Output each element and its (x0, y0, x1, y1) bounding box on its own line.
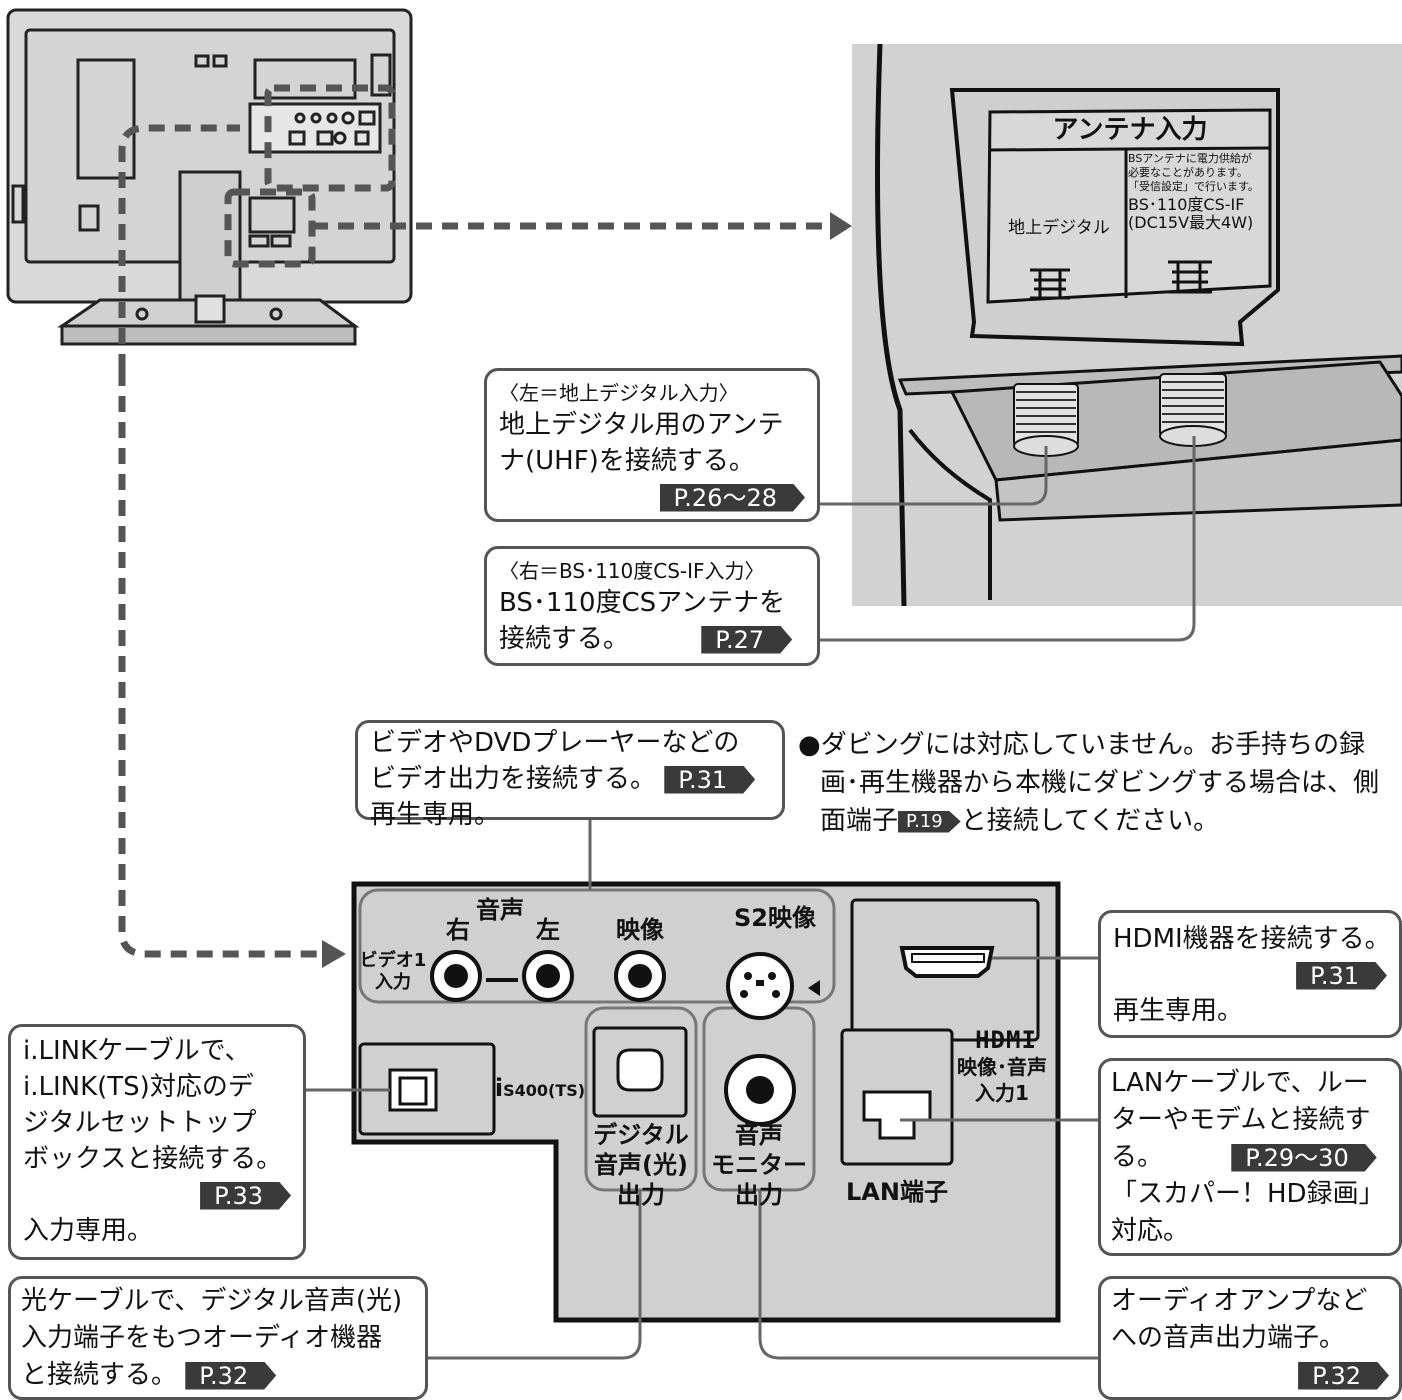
callout-line: BS･110度CSアンテナを (499, 588, 786, 618)
note-line: ダビングには対応していません。お手持ちの録 (820, 730, 1366, 760)
callout-line: 「スカパー！HD録画」 (1111, 1179, 1385, 1209)
hdmi-text: 入力1 (975, 1081, 1029, 1105)
callout-hdmi: HDMI機器を接続する。 P.31 再生専用。 (1098, 910, 1402, 1038)
ilink-logo-icon: ⅰ (494, 1074, 504, 1102)
page-ref[interactable]: P.27 (701, 626, 792, 654)
callout-line: LANケーブルで、ルー (1111, 1068, 1369, 1098)
tv-rear-illustration (6, 8, 413, 346)
page-ref[interactable]: P.33 (200, 1182, 291, 1210)
jack-panel (351, 881, 1061, 1323)
callout-bs: 〈右＝BS･110度CS-IF入力〉 BS･110度CSアンテナを 接続する。 … (484, 546, 820, 666)
dubbing-note: ●ダビングには対応していません。お手持ちの録 画･再生機器から本機にダビングする… (798, 726, 1402, 840)
callout-line: オーディオアンプなど (1111, 1286, 1368, 1316)
bs-power-note: BSアンテナに電力供給が 必要なことがあります。 「受信設定」で行います。 (1128, 152, 1270, 194)
callout-line: 光ケーブルで、デジタル音声(光) (21, 1286, 403, 1316)
note-line: 面端子 (820, 806, 899, 836)
bs-label: BS･110度CS-IF (DC15V最大4W) (1128, 196, 1270, 232)
optical-label: デジタル 音声(光) 出力 (586, 1120, 696, 1210)
bs-note-line: BSアンテナに電力供給が (1128, 152, 1252, 165)
optical-text: 出力 (617, 1181, 665, 1209)
video-label: 映像 (616, 916, 664, 944)
callout-line: 接続する。 (499, 624, 630, 654)
monitor-text: 音声 (735, 1121, 783, 1149)
bs-power-text: (DC15V最大4W) (1128, 213, 1254, 232)
ilink-text: S400(TS) (503, 1081, 586, 1100)
callout-line: ターやモデムと接続す (1111, 1105, 1371, 1135)
hdmi-text: 映像･音声 (957, 1055, 1047, 1079)
callout-line: 入力専用。 (23, 1216, 154, 1246)
page-ref[interactable]: P.19 (898, 811, 961, 833)
monitor-text: 出力 (735, 1181, 783, 1209)
terrestrial-label: 地上デジタル (1008, 218, 1110, 238)
left-label: 左 (536, 916, 560, 944)
bs-label-text: BS･110度CS-IF (1128, 195, 1245, 214)
callout-line: 地上デジタル用のアンテ (499, 410, 784, 440)
audio-label: 音声 (476, 896, 524, 924)
monitor-text: モニター (711, 1151, 807, 1179)
optical-text: 音声(光) (594, 1151, 688, 1179)
page-ref[interactable]: P.32 (185, 1362, 276, 1390)
lan-label: LAN端子 (846, 1178, 948, 1206)
antenna-panel-title: アンテナ入力 (1052, 115, 1208, 145)
antenna-closeup (852, 43, 1402, 607)
page-ref[interactable]: P.26〜28 (660, 484, 805, 512)
callout-line: ナ(UHF)を接続する。 (499, 446, 755, 476)
monitor-label: 音声 モニター 出力 (704, 1120, 814, 1210)
callout-line: 再生専用。 (370, 800, 501, 830)
optical-text: デジタル (593, 1121, 689, 1149)
callout-line: i.LINK(TS)対応のデ (23, 1072, 254, 1102)
callout-line: る。 (1111, 1142, 1164, 1172)
callout-line: と接続する。 (21, 1360, 178, 1390)
page-ref[interactable]: P.31 (664, 766, 755, 794)
callout-line: 対応。 (1111, 1216, 1190, 1246)
arrow-to-jacks (322, 940, 346, 968)
callout-line: ビデオ出力を接続する。 (370, 764, 657, 794)
arrow-to-antenna (830, 212, 852, 240)
page-ref[interactable]: P.32 (1298, 1362, 1389, 1390)
callout-line: への音声出力端子。 (1111, 1323, 1346, 1353)
callout-ilink: i.LINKケーブルで、 i.LINK(TS)対応のデ ジタルセットトップ ボッ… (8, 1024, 306, 1260)
callout-optical: 光ケーブルで、デジタル音声(光) 入力端子をもつオーディオ機器 と接続する。 P… (8, 1276, 428, 1400)
leader-lines (306, 436, 1196, 1360)
s2video-label: S2映像 (734, 904, 816, 932)
highlight-dashes (118, 84, 830, 958)
bs-note-line: 必要なことがあります。 (1128, 166, 1248, 179)
callout-line: 入力端子をもつオーディオ機器 (21, 1323, 383, 1353)
page-ref[interactable]: P.31 (1296, 962, 1387, 990)
callout-video: ビデオやDVDプレーヤーなどの ビデオ出力を接続する。 P.31 再生専用。 (355, 720, 785, 830)
callout-heading: 〈右＝BS･110度CS-IF入力〉 (499, 559, 765, 583)
callout-line: i.LINKケーブルで、 (23, 1036, 251, 1066)
bs-note-line: 「受信設定」で行います。 (1128, 180, 1259, 193)
callout-line: ビデオやDVDプレーヤーなどの (370, 728, 740, 758)
callout-line: ジタルセットトップ (23, 1108, 257, 1138)
right-label: 右 (446, 916, 470, 944)
video1-text: 入力 (375, 972, 411, 993)
video1-label: ビデオ1 入力 (358, 950, 428, 994)
page-ref[interactable]: P.29〜30 (1231, 1144, 1376, 1172)
note-line: 画･再生機器から本機にダビングする場合は、側 (820, 768, 1380, 798)
callout-heading: 〈左＝地上デジタル入力〉 (499, 381, 739, 405)
hdmi-label: 映像･音声 入力1 (950, 1054, 1054, 1106)
note-line: と接続してください。 (960, 806, 1220, 836)
callout-audio-out: オーディオアンプなど への音声出力端子。 P.32 (1098, 1276, 1402, 1400)
callout-terrestrial: 〈左＝地上デジタル入力〉 地上デジタル用のアンテ ナ(UHF)を接続する。 P.… (484, 368, 820, 522)
callout-line: HDMI機器を接続する。 (1113, 924, 1391, 954)
video1-text: ビデオ1 (359, 950, 427, 971)
bullet: ● (798, 730, 821, 760)
callout-lan: LANケーブルで、ルー ターやモデムと接続す る。 P.29〜30 「スカパー！… (1098, 1058, 1402, 1256)
callout-line: ボックスと接続する。 (23, 1144, 283, 1174)
callout-line: 再生専用。 (1113, 996, 1244, 1026)
ilink-label: ⅰS400(TS) (492, 1074, 588, 1105)
hdmi-logo: HDMI (975, 1026, 1037, 1054)
